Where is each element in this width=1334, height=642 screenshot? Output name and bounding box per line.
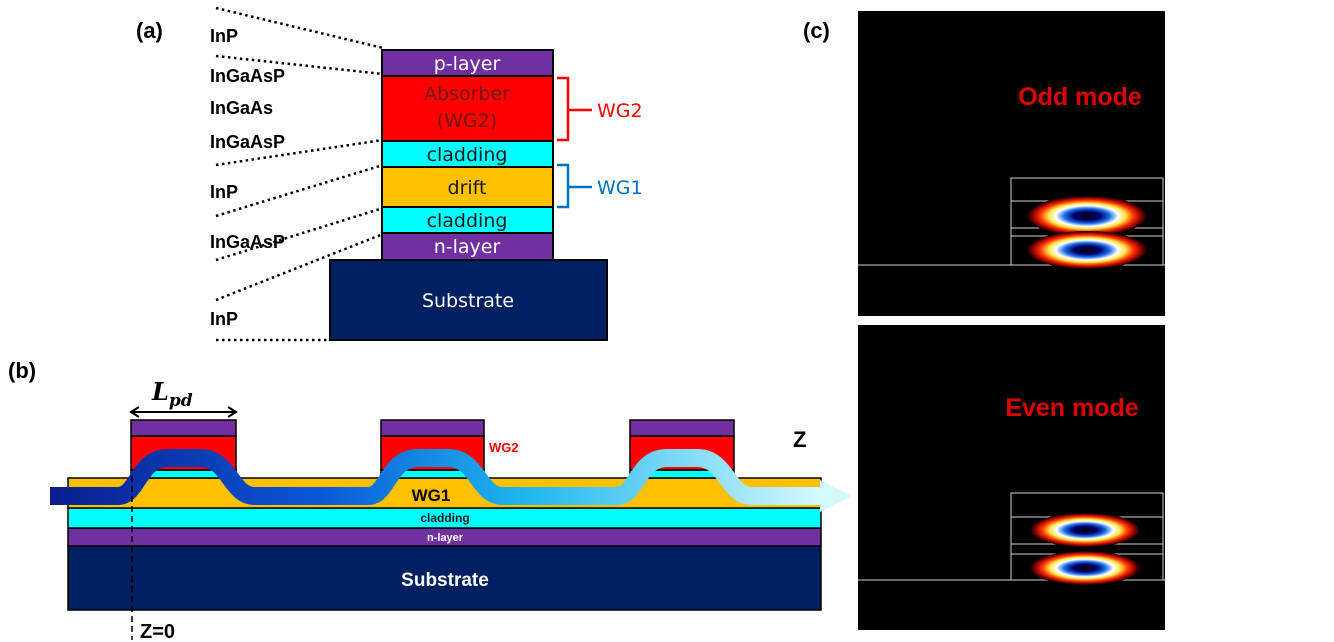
n-layer-label: n-layer <box>434 236 501 258</box>
light-beam-path <box>50 449 822 505</box>
odd-mode-lobe-lower <box>1027 231 1147 269</box>
material-label-ingaasp-1: InGaAsP <box>210 66 285 86</box>
material-label-inp-2: InP <box>210 182 238 202</box>
even-mode-plot: Even mode <box>858 325 1165 630</box>
substrate-b-label: Substrate <box>401 570 489 591</box>
panel-c: (c) Odd mode Even mode <box>803 11 1165 630</box>
lpd-label: Lpd <box>151 377 193 411</box>
wg1-bracket-label: WG1 <box>597 177 643 199</box>
n-layer-b-label: n-layer <box>427 532 464 544</box>
odd-mode-title: Odd mode <box>1018 83 1142 111</box>
even-mode-lobe-upper <box>1030 513 1140 547</box>
material-label-ingaas: InGaAs <box>210 98 273 118</box>
panel-a: (a) InP InGaAsP InGaAs InGaAsP InP InGaA… <box>136 6 643 342</box>
material-label-inp-1: InP <box>210 26 238 46</box>
absorber-layer <box>381 75 554 142</box>
p-layer-label: p-layer <box>434 53 501 75</box>
panel-a-label: (a) <box>136 18 163 43</box>
wg2-label-b: WG2 <box>489 440 519 455</box>
light-beam-arrowhead <box>820 480 852 512</box>
odd-mode-lobe-upper <box>1027 196 1147 236</box>
even-mode-title: Even mode <box>1005 394 1138 422</box>
panel-b: (b) Lpd Substrate n-layer cladding <box>8 358 852 642</box>
z-zero-label: Z=0 <box>140 621 175 642</box>
z-axis-label: Z <box>793 427 806 452</box>
panel-c-label: (c) <box>803 18 830 43</box>
lpd-arrow <box>129 406 238 418</box>
material-label-ingaasp-3: InGaAsP <box>210 232 285 252</box>
wg1-bracket <box>557 163 592 209</box>
substrate-a <box>329 259 608 341</box>
leader-lines <box>215 6 384 342</box>
wg2-bracket <box>557 76 592 142</box>
wg1-label-b: WG1 <box>412 486 451 505</box>
cladding-top-label: cladding <box>427 144 508 166</box>
drift-layer <box>381 166 554 208</box>
material-label-inp-3: InP <box>210 309 238 329</box>
absorber-label-line2: (WG2) <box>437 110 497 132</box>
wg2-bracket-label: WG2 <box>597 100 643 122</box>
cladding-b-label: cladding <box>420 511 469 525</box>
panel-b-label: (b) <box>8 358 36 383</box>
absorber-label-line1: Absorber <box>424 83 510 105</box>
substrate-a-label: Substrate <box>422 290 514 312</box>
material-label-ingaasp-2: InGaAsP <box>210 132 285 152</box>
cladding-bottom-layer <box>381 206 554 234</box>
odd-mode-plot: Odd mode <box>858 11 1165 316</box>
p-layer <box>381 49 554 77</box>
cladding-bottom-label: cladding <box>427 210 508 232</box>
drift-label: drift <box>448 177 487 199</box>
even-mode-lobe-lower <box>1030 551 1140 585</box>
